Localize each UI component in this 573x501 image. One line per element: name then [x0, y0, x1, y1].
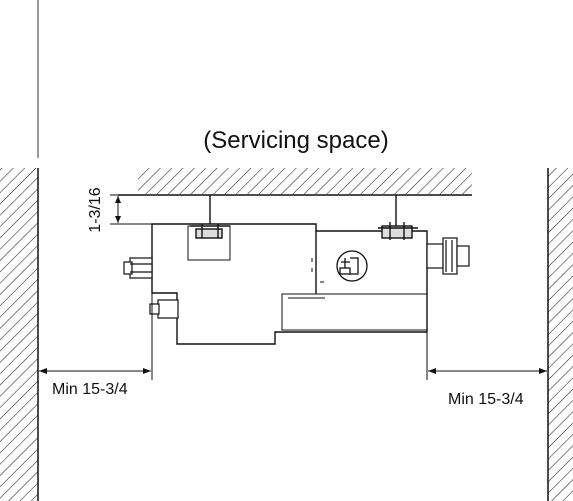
ceiling	[118, 168, 472, 196]
right-clearance-dimension	[426, 332, 547, 380]
right-wall	[547, 168, 573, 501]
right-pipe-connection	[426, 237, 470, 275]
unit-body	[151, 195, 428, 345]
left-clearance-label: Min 15-3/4	[52, 381, 128, 398]
drain-connection	[149, 299, 179, 319]
top-clearance-label: 1-3/16	[87, 187, 104, 232]
motor-symbol	[336, 250, 368, 282]
top-clearance-dimension	[110, 194, 152, 225]
servicing-space-label: (Servicing space)	[203, 127, 388, 154]
right-clearance-label: Min 15-3/4	[448, 391, 524, 408]
left-clearance-dimension	[39, 293, 153, 380]
left-pipe-connection	[123, 257, 153, 279]
left-wall	[0, 168, 39, 501]
